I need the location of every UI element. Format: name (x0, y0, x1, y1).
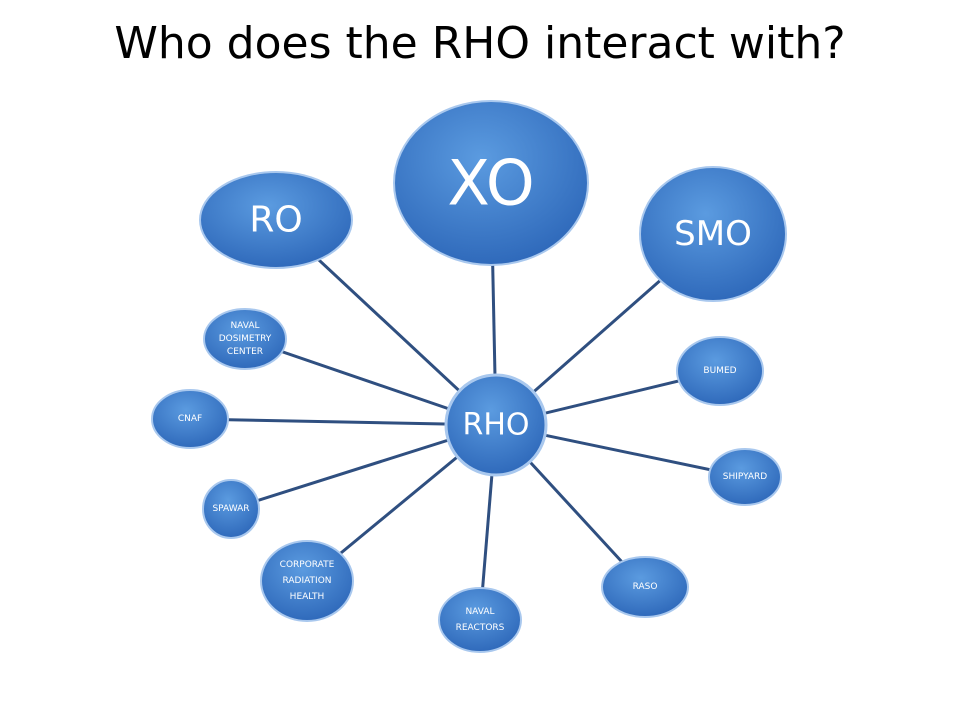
node-label-rho: RHO (462, 408, 529, 443)
node-circle-bumed (676, 336, 764, 406)
node-label-naval-reactors: REACTORS (456, 623, 505, 633)
node-label-spawar: SPAWAR (212, 504, 249, 514)
node-bumed: BUMED (676, 336, 764, 406)
node-circle-naval-dosimetry-center (203, 308, 287, 370)
node-label-corporate-radiation-health: HEALTH (290, 592, 325, 602)
node-circle-ro (199, 171, 353, 269)
node-circle-raso (601, 556, 689, 618)
node-label-shipyard: SHIPYARD (723, 472, 768, 482)
node-circle-cnaf (151, 389, 229, 449)
node-circle-smo (639, 166, 787, 302)
node-label-smo: SMO (674, 214, 752, 254)
node-cnaf: CNAF (151, 389, 229, 449)
node-circle-corporate-radiation-health (260, 540, 354, 622)
node-label-corporate-radiation-health: CORPORATE (280, 560, 335, 570)
node-raso: RASO (601, 556, 689, 618)
node-label-xo: XO (447, 147, 534, 220)
node-rho: RHO (444, 373, 548, 477)
node-label-naval-dosimetry-center: NAVAL (230, 321, 259, 331)
node-label-raso: RASO (633, 582, 658, 592)
node-corporate-radiation-health: CORPORATE RADIATION HEALTH (260, 540, 354, 622)
node-naval-dosimetry-center: NAVAL DOSIMETRY CENTER (203, 308, 287, 370)
node-label-corporate-radiation-health: RADIATION (282, 576, 331, 586)
node-circle-shipyard (708, 448, 782, 506)
node-circle-rho (444, 373, 548, 477)
node-label-naval-reactors: NAVAL (465, 607, 494, 617)
node-label-naval-dosimetry-center: DOSIMETRY (219, 334, 272, 344)
node-circle-xo (393, 100, 589, 266)
node-naval-reactors: NAVAL REACTORS (438, 587, 522, 653)
node-circle-spawar (202, 479, 260, 539)
node-smo: SMO (639, 166, 787, 302)
node-spawar: SPAWAR (202, 479, 260, 539)
node-label-naval-dosimetry-center: CENTER (227, 347, 263, 357)
node-ro: RO (199, 171, 353, 269)
node-shipyard: SHIPYARD (708, 448, 782, 506)
node-label-ro: RO (249, 200, 302, 241)
diagram-nodes: XO RO SMO NAVAL DOSIMETRY CENTER BUMED CNAF SHIP… (151, 100, 787, 653)
node-xo: XO (393, 100, 589, 266)
slide-title: Who does the RHO interact with? (114, 18, 846, 69)
node-circle-naval-reactors (438, 587, 522, 653)
node-label-bumed: BUMED (703, 366, 736, 376)
node-label-cnaf: CNAF (178, 414, 202, 424)
